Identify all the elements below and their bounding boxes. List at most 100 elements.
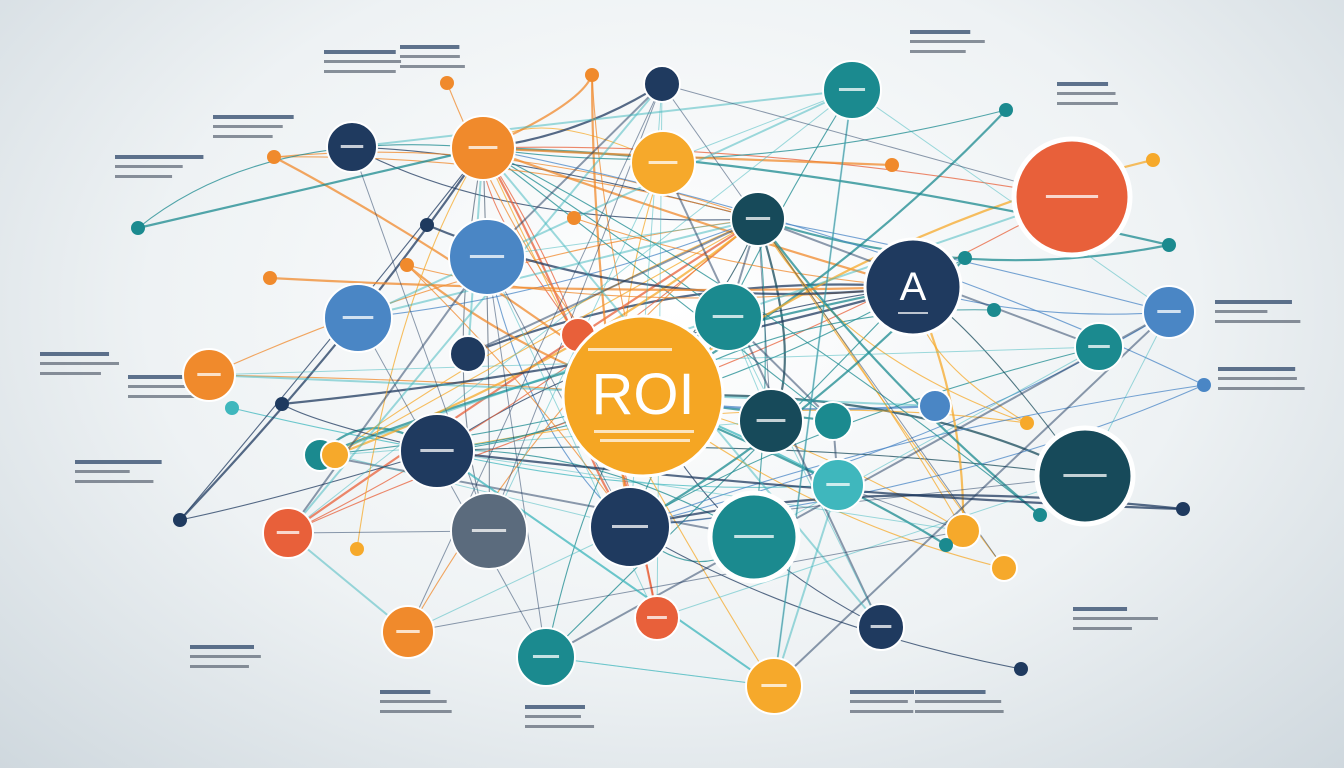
endpoint-dot [987, 303, 1001, 317]
placeholder-text-line [1057, 92, 1116, 95]
node-icon [468, 146, 498, 149]
placeholder-text-line [75, 460, 162, 464]
endpoint-dot [999, 103, 1013, 117]
a-circle [863, 237, 963, 337]
network-node [813, 401, 853, 441]
node-icon [734, 535, 774, 538]
connection-line [137, 146, 484, 230]
placeholder-text-line [380, 710, 452, 713]
node-icon [745, 217, 771, 220]
connection-line [656, 475, 1086, 619]
connection-line [357, 317, 547, 658]
endpoint-dot [939, 538, 953, 552]
placeholder-text-line [213, 125, 283, 128]
connection-line [661, 83, 1005, 569]
node-icon [532, 655, 560, 658]
connection-line [287, 89, 853, 534]
connection-line [334, 218, 759, 456]
node-icon [1045, 195, 1099, 198]
connection-line [436, 450, 775, 687]
endpoint-dot [1197, 378, 1211, 392]
connection-line [757, 218, 1028, 424]
placeholder-text-line [525, 725, 595, 728]
placeholder-text-line [400, 45, 460, 49]
roi-caption-top [588, 348, 672, 351]
endpoint-dot [400, 258, 414, 272]
endpoint-dot [885, 158, 899, 172]
connection-line [482, 146, 914, 289]
placeholder-text-line [850, 700, 908, 703]
placeholder-text-line [380, 690, 431, 694]
connection-line [661, 83, 1073, 198]
connection-line [727, 316, 882, 628]
roi-caption-bottom-2 [600, 439, 690, 442]
connection-line [486, 83, 663, 258]
placeholder-text-line [910, 40, 985, 43]
endpoint-dot [350, 542, 364, 556]
connection-line [482, 109, 1007, 160]
endpoint-dot [263, 271, 277, 285]
node-icon [396, 630, 420, 633]
connection-line [629, 384, 1205, 528]
endpoint-dot [1020, 416, 1034, 430]
placeholder-text-line [1057, 82, 1109, 86]
node-icon [197, 373, 221, 376]
endpoint-dot [1146, 153, 1160, 167]
placeholder-text-line [40, 362, 120, 365]
connection-line [179, 450, 438, 521]
roi-circle [561, 314, 725, 478]
placeholder-text-line [380, 700, 447, 703]
connection-line [753, 346, 1100, 538]
connection-line [407, 530, 964, 633]
placeholder-text-line [525, 715, 581, 718]
connection-line [773, 89, 853, 687]
placeholder-text-line [915, 690, 986, 694]
roi-caption-bottom-1 [594, 430, 694, 433]
network-node [990, 554, 1018, 582]
connection-line [287, 83, 663, 534]
connection-line [436, 450, 964, 532]
placeholder-text-line [1215, 320, 1301, 323]
endpoint-dot [585, 68, 599, 82]
roi-hub-node: ROI [561, 314, 725, 478]
placeholder-text-line [525, 705, 585, 709]
placeholder-text-line [190, 655, 261, 658]
placeholder-text-line [850, 710, 914, 713]
placeholder-text-line [910, 30, 971, 34]
placeholder-text-line [75, 480, 154, 483]
placeholder-text-line [128, 375, 218, 379]
placeholder-text-line [1218, 387, 1305, 390]
connection-line [545, 286, 914, 658]
placeholder-text-line [324, 50, 396, 54]
node-icon [648, 161, 678, 164]
network-node [945, 513, 981, 549]
network-node [643, 65, 681, 103]
node-icon [469, 255, 505, 258]
placeholder-text-line [1215, 310, 1268, 313]
endpoint-dot [1014, 662, 1028, 676]
placeholder-text-line [190, 645, 254, 649]
placeholder-text-line [213, 135, 273, 138]
endpoint-dot [567, 211, 581, 225]
connection-line [629, 526, 1022, 670]
node-icon [276, 531, 300, 534]
connection-line [482, 146, 1073, 198]
connection-line [486, 218, 759, 258]
placeholder-text-line [400, 65, 465, 68]
endpoint-dot [958, 251, 972, 265]
connection-line [662, 89, 853, 164]
node-icon [471, 529, 507, 532]
connection-line [482, 147, 729, 318]
a-caption [898, 312, 928, 314]
connection-line [287, 256, 488, 534]
node-icon [756, 419, 786, 422]
connection-line [356, 147, 484, 550]
placeholder-text-line [1218, 367, 1296, 371]
node-icon [612, 525, 648, 528]
endpoint-dot [131, 221, 145, 235]
endpoint-dot [1033, 508, 1047, 522]
connection-line [757, 218, 772, 422]
connection-line [467, 218, 759, 355]
placeholder-text-line [115, 175, 173, 178]
